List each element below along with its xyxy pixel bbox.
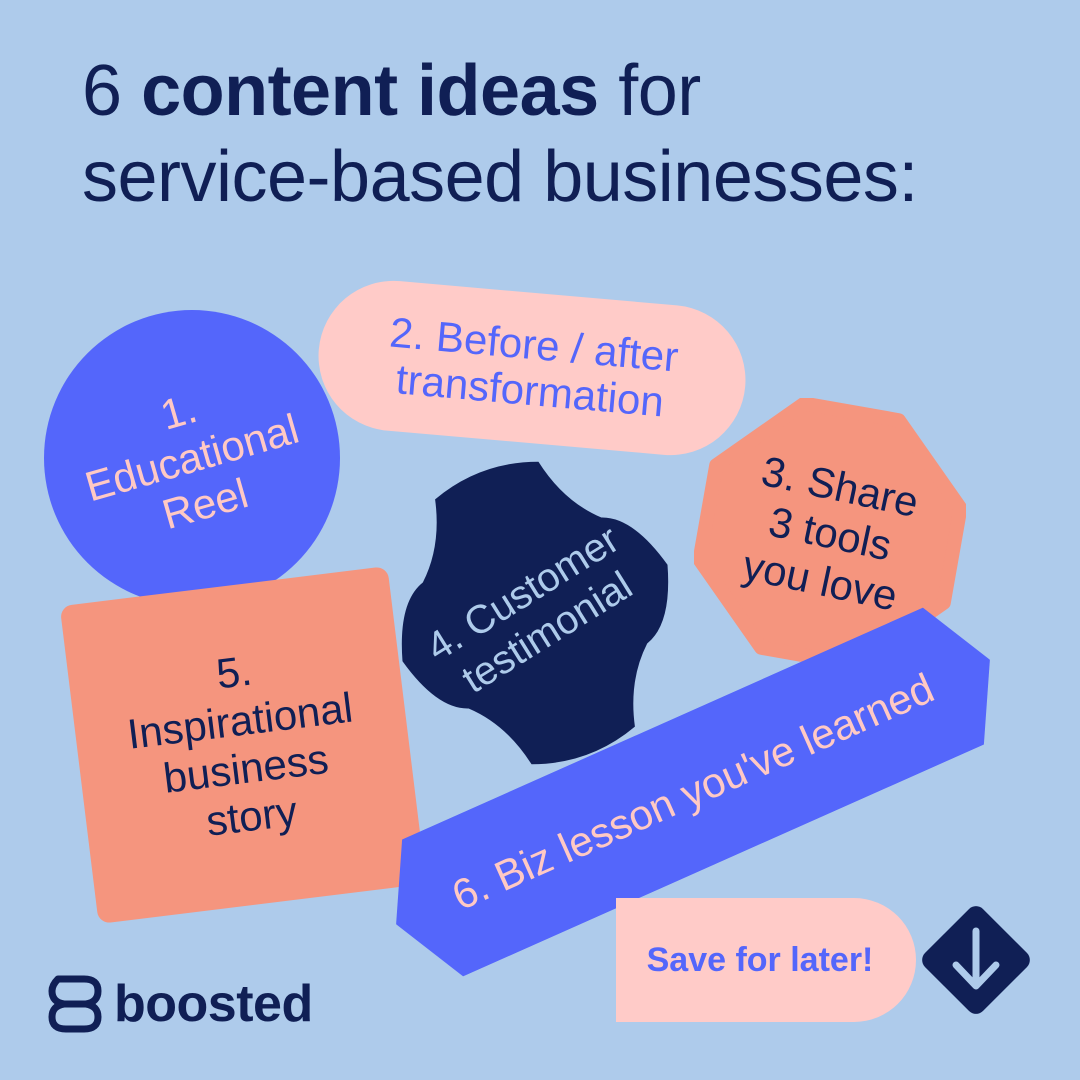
boosted-logo-icon: [48, 975, 102, 1033]
title-line-1: 6 content ideas for: [82, 51, 701, 131]
rounded-cross-shape: [401, 461, 669, 765]
arrow-down-icon[interactable]: [913, 897, 1039, 1023]
brand-logo: boosted: [48, 972, 313, 1036]
title-line-2: service-based businesses:: [82, 137, 918, 218]
save-for-later-label: Save for later!: [646, 940, 874, 979]
save-for-later-button[interactable]: Save for later!: [616, 898, 916, 1022]
arrow-banner-shape: [396, 607, 990, 977]
title-emphasis: content ideas: [141, 51, 599, 131]
idea-biz-lesson-banner: 6. Biz lesson you've learned: [366, 591, 1021, 992]
idea-educational-reel-circle: 1. Educational Reel: [44, 310, 340, 606]
brand-name: boosted: [114, 975, 313, 1033]
idea-customer-testimonial-cross: 4. Customer testimonial: [370, 448, 700, 778]
page-title: 6 content ideas for service-based busine…: [82, 48, 918, 221]
